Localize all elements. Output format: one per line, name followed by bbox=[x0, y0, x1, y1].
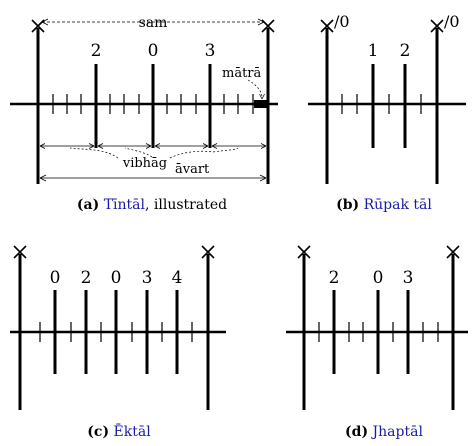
panel-d-caption: (d) Jhaptāl bbox=[345, 424, 423, 440]
panel-b-caption-name[interactable]: Rūpak tāl bbox=[364, 197, 433, 213]
panel-a-avart-arrowheads bbox=[39, 174, 267, 182]
panel-a-vibhag-leader-1 bbox=[69, 147, 119, 159]
panel-c-tick-label-4: 3 bbox=[142, 268, 153, 288]
panel-a-caption-suffix: , illustrated bbox=[145, 197, 227, 213]
panel-d-caption-name[interactable]: Jhaptāl bbox=[371, 424, 424, 440]
panel-c-tick-label-1: 0 bbox=[50, 268, 61, 288]
panel-a-matra-leader-arrowhead bbox=[259, 93, 265, 100]
panel-b-caption-prefix: (b) bbox=[336, 197, 359, 213]
panel-c-caption-name[interactable]: Ēktāl bbox=[114, 422, 152, 440]
panel-a-tick-label-3: 3 bbox=[205, 41, 216, 61]
panel-c-ektal bbox=[10, 245, 226, 410]
panel-a-matra-label: mātrā bbox=[222, 66, 262, 81]
panel-c-text: 0 2 0 3 4 (c) Ēktāl bbox=[50, 268, 183, 440]
panel-b-caption: (b) Rūpak tāl bbox=[336, 197, 432, 213]
panel-a-vibhag-label: vibhāg bbox=[122, 156, 167, 171]
panel-a-tick-label-2: 0 bbox=[148, 41, 159, 61]
panel-b-right-mark: /0 bbox=[444, 12, 460, 31]
panel-a-tick-label-1: 2 bbox=[91, 41, 102, 61]
panel-c-caption-prefix: (c) bbox=[87, 424, 109, 440]
panel-a-caption-prefix: (a) bbox=[77, 197, 99, 213]
panel-c-caption: (c) Ēktāl bbox=[87, 422, 151, 440]
panel-a-matra-leader bbox=[247, 79, 263, 99]
panel-a-sam-label: sam bbox=[139, 15, 168, 31]
panel-d-tick-label-2: 0 bbox=[373, 268, 384, 288]
panel-c-cross-right-icon bbox=[201, 245, 215, 259]
panel-a-avart-label: āvart bbox=[175, 162, 210, 177]
panel-a-text: sam 2 0 3 mātrā vibhāg āvart (a) Tīntāl,… bbox=[77, 15, 262, 213]
panel-a-matra-ticks bbox=[52, 94, 254, 114]
panel-b-cross-left-icon bbox=[320, 19, 334, 33]
panel-b-tick-label-1: 1 bbox=[368, 41, 379, 61]
panel-d-caption-prefix: (d) bbox=[345, 424, 368, 440]
panel-a-sam-arrowheads bbox=[41, 18, 265, 26]
panel-d-matra-ticks bbox=[318, 322, 439, 342]
panel-d-tick-label-3: 3 bbox=[403, 268, 414, 288]
panel-d-cross-left-icon bbox=[297, 245, 311, 259]
panel-a-caption-name[interactable]: Tīntāl bbox=[104, 197, 146, 213]
panel-a-tintal bbox=[10, 18, 278, 184]
panel-a-caption: (a) Tīntāl, illustrated bbox=[77, 197, 227, 213]
panel-d-jhaptal bbox=[286, 245, 468, 410]
panel-c-tick-label-2: 2 bbox=[81, 268, 92, 288]
panel-d-cross-right-icon bbox=[446, 245, 460, 259]
panel-b-tick-label-2: 2 bbox=[400, 41, 411, 61]
panel-c-tick-label-5: 4 bbox=[172, 268, 183, 288]
panel-b-rupak-tal bbox=[308, 19, 466, 184]
panel-b-matra-ticks bbox=[341, 94, 422, 114]
panel-b-left-mark: /0 bbox=[334, 12, 350, 31]
panel-c-matra-ticks bbox=[39, 322, 193, 342]
panel-d-tick-label-1: 2 bbox=[329, 268, 340, 288]
panel-b-text: /0 /0 1 2 (b) Rūpak tāl bbox=[334, 12, 460, 213]
panel-c-tick-label-3: 0 bbox=[111, 268, 122, 288]
panel-a-matra-block bbox=[254, 100, 268, 108]
panel-c-cross-left-icon bbox=[13, 245, 27, 259]
panel-a-vibhag-leader-3 bbox=[169, 147, 239, 159]
panel-b-cross-right-icon bbox=[430, 19, 444, 33]
panel-d-text: 2 0 3 (d) Jhaptāl bbox=[329, 268, 424, 440]
panel-a-vibhag-arrows bbox=[39, 143, 267, 149]
